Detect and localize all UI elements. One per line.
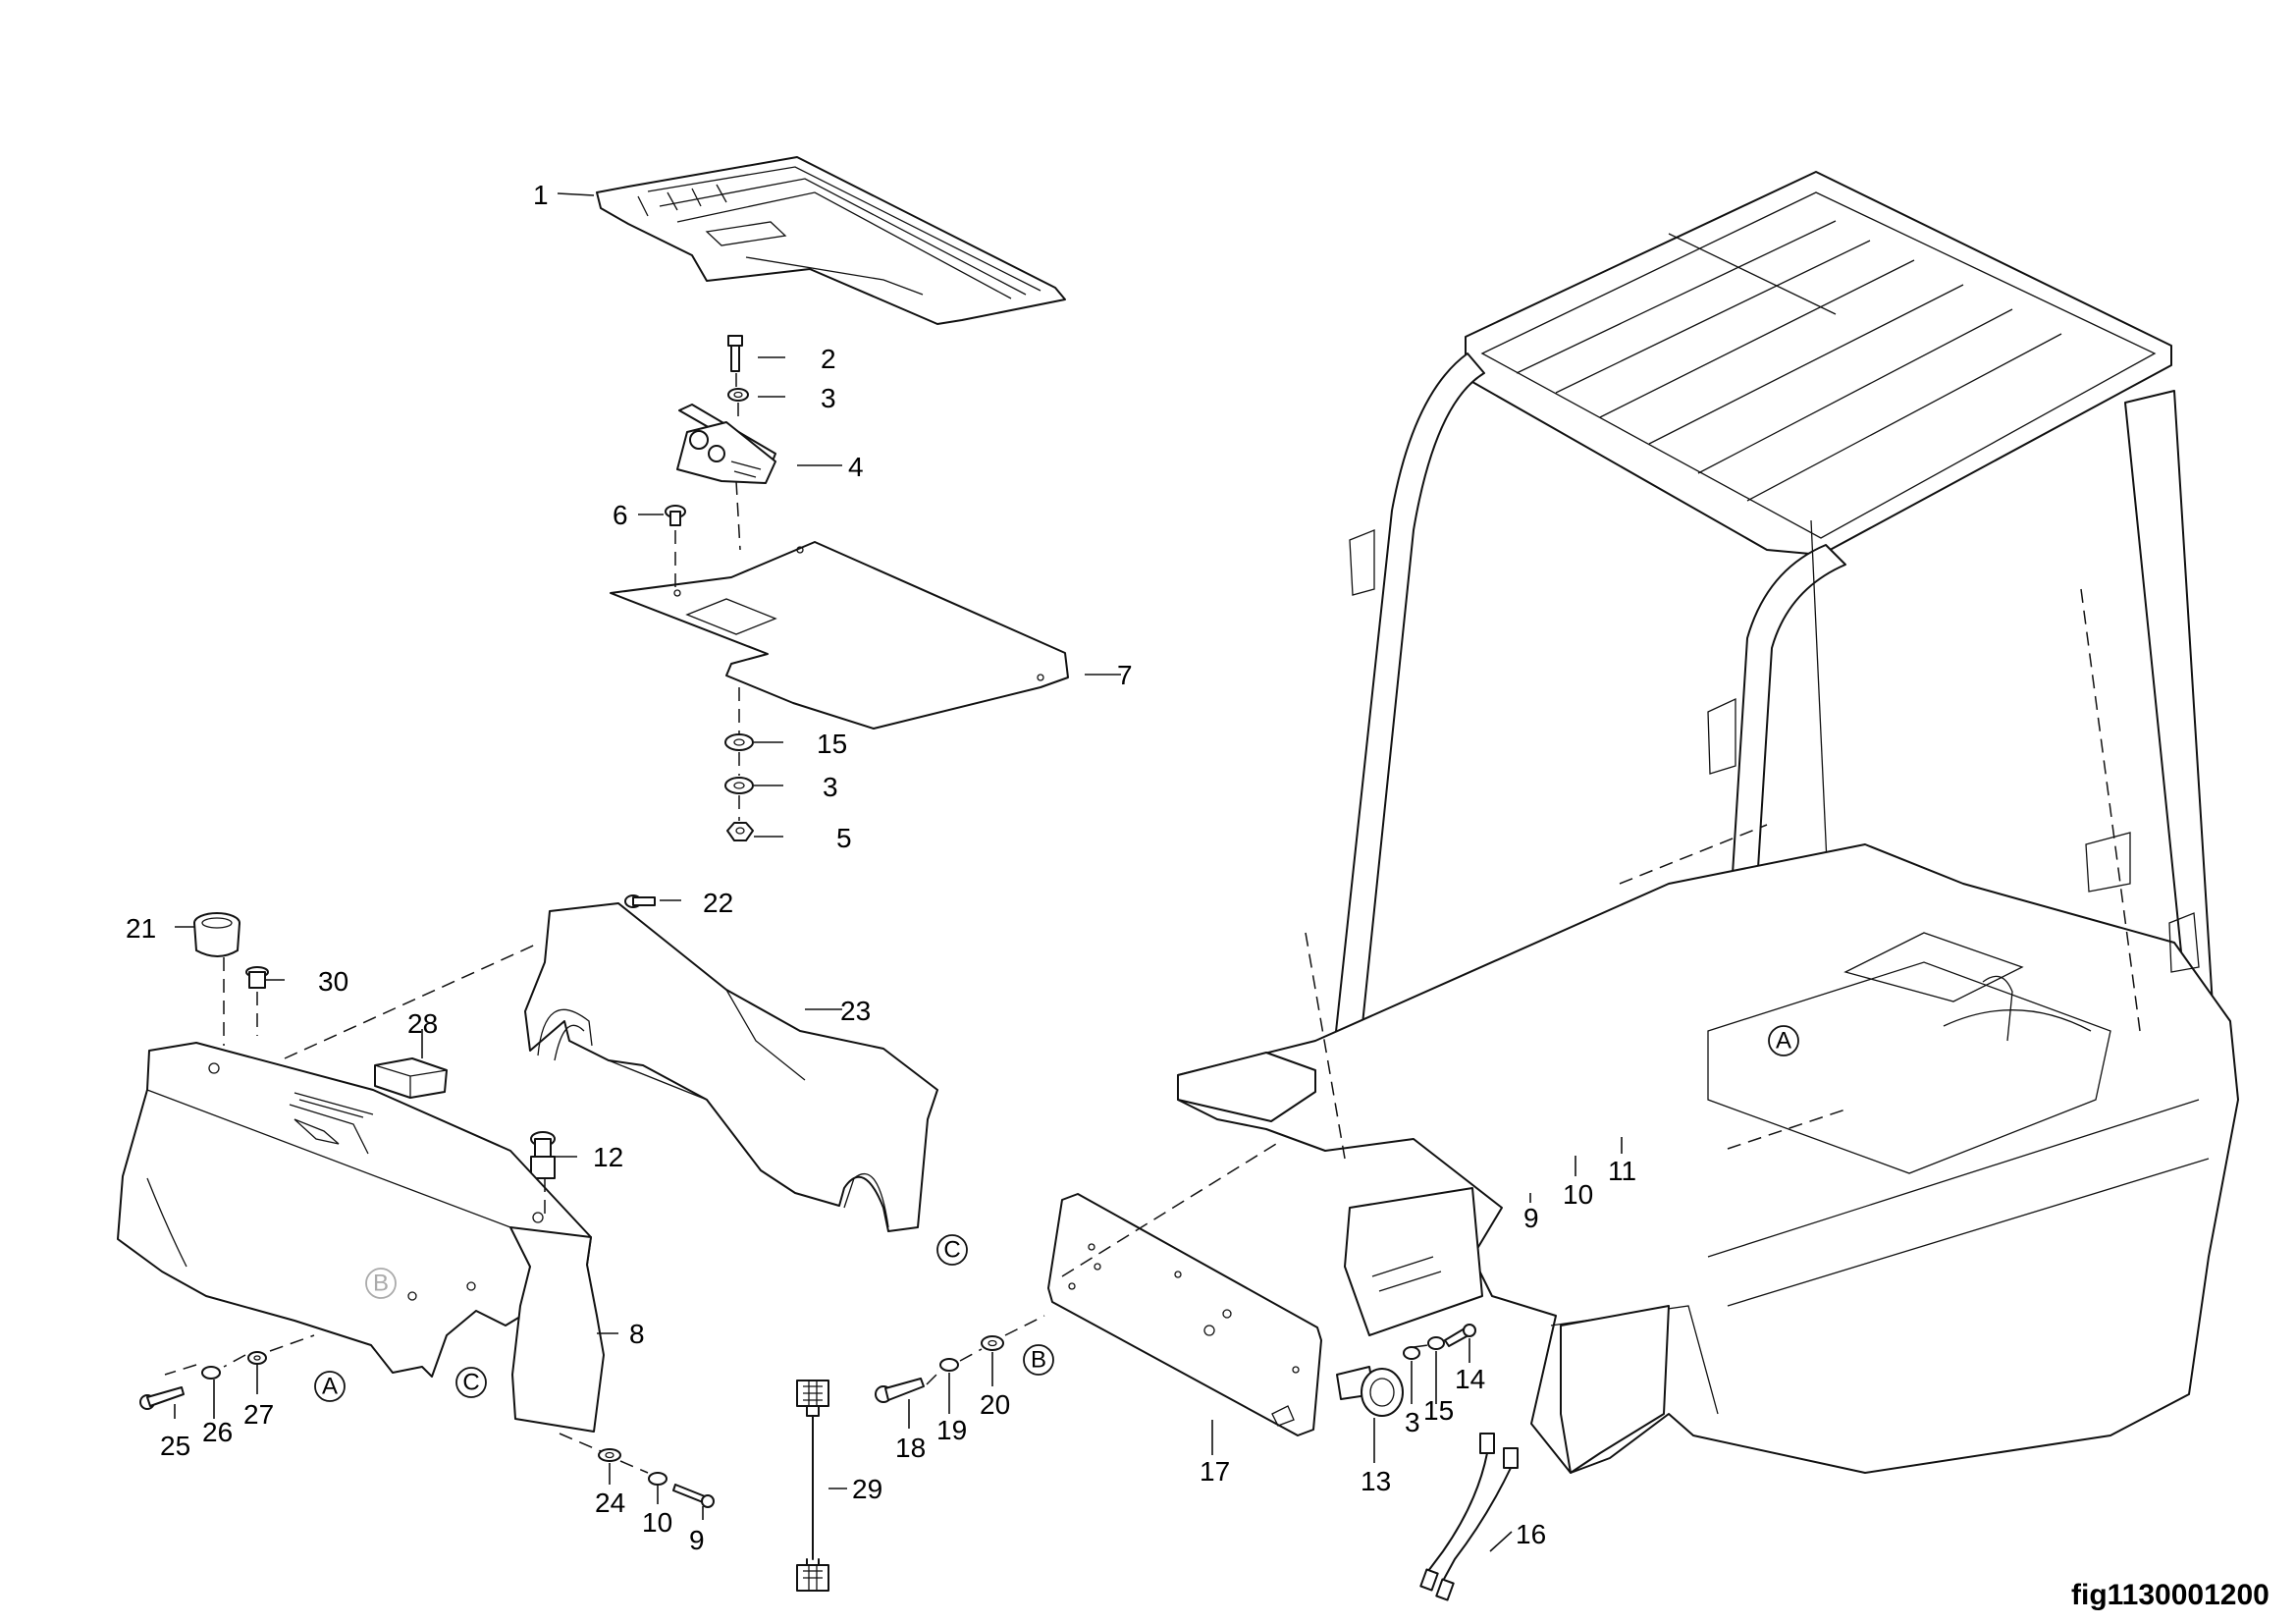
callout-3-mid: 3: [823, 772, 838, 802]
ref-letter-c-right: C: [936, 1234, 968, 1266]
callout-22: 22: [703, 888, 733, 918]
nut-part-5: [726, 822, 754, 841]
callout-17: 17: [1200, 1456, 1230, 1487]
callout-30: 30: [318, 966, 348, 997]
block-part-28: [374, 1057, 448, 1099]
assembly-line-top-stack: [674, 373, 741, 821]
washer-part-19: [939, 1358, 959, 1372]
svg-text:C: C: [943, 1237, 960, 1264]
switch-part-12: [530, 1131, 556, 1179]
callout-9-right: 9: [1523, 1203, 1539, 1233]
assembly-lines-middle: [926, 1143, 1429, 1385]
callout-5: 5: [836, 823, 852, 853]
washer-part-3-bottom: [1403, 1346, 1420, 1360]
callout-leaders: [174, 192, 1623, 1552]
callout-numbers: 1 2 3 4 6 7 15 3 5 21 22 30 23 28 12 8 2…: [126, 180, 1636, 1555]
washer-part-3-top: [727, 388, 749, 402]
callout-10-right: 10: [1563, 1179, 1593, 1210]
bolt-part-9-left: [672, 1484, 715, 1508]
floor-mat-part: [596, 156, 1066, 325]
ref-letter-c-left: C: [455, 1367, 487, 1398]
callout-18: 18: [895, 1433, 926, 1463]
svg-text:B: B: [1031, 1347, 1046, 1374]
callout-25: 25: [160, 1431, 190, 1461]
callout-4: 4: [848, 452, 864, 482]
callout-27: 27: [243, 1399, 274, 1430]
callout-14: 14: [1455, 1364, 1485, 1394]
washer-part-15-bottom: [1427, 1336, 1445, 1350]
floor-plate-part-7: [610, 541, 1069, 730]
washer-part-10-left: [648, 1472, 667, 1486]
callout-28: 28: [407, 1008, 438, 1039]
callout-2: 2: [821, 344, 836, 374]
washer-part-20: [981, 1335, 1004, 1351]
callout-21: 21: [126, 913, 156, 944]
screw-part-22: [624, 894, 656, 908]
callout-16: 16: [1516, 1519, 1546, 1549]
bolt-part-14: [1444, 1324, 1476, 1347]
svg-text:A: A: [322, 1374, 338, 1400]
callout-15-bottom: 15: [1423, 1395, 1454, 1426]
bolt-part-18: [875, 1378, 925, 1403]
bolt-part-2: [727, 335, 743, 372]
callout-7: 7: [1117, 660, 1133, 690]
washer-part-24: [598, 1448, 621, 1462]
callout-20: 20: [980, 1389, 1010, 1420]
washer-part-15-upper: [724, 733, 754, 751]
grommet-part-30: [245, 966, 269, 989]
mounting-plate-part-17: [1047, 1193, 1322, 1436]
washer-part-27: [247, 1351, 267, 1365]
callout-6: 6: [613, 500, 628, 530]
connector-part-29: [796, 1380, 829, 1592]
ref-letter-a-frame: A: [1768, 1025, 1799, 1056]
callout-13: 13: [1361, 1466, 1391, 1496]
bolt-part-25: [139, 1386, 185, 1410]
figure-id-label: fig1130001200: [2071, 1579, 2269, 1611]
callout-26: 26: [202, 1417, 233, 1447]
washer-part-26: [201, 1366, 221, 1380]
wiring-harness-part-16: [1419, 1433, 1519, 1601]
assembly-lines-left: [164, 942, 649, 1474]
washer-part-3-mid: [724, 777, 754, 794]
callout-3-bottom: 3: [1405, 1407, 1420, 1437]
callout-11: 11: [1608, 1156, 1636, 1186]
dashboard-panel-part-8: [117, 1042, 605, 1433]
callout-12: 12: [593, 1142, 623, 1172]
callout-8: 8: [629, 1319, 645, 1349]
callout-23: 23: [840, 996, 871, 1026]
callout-1: 1: [533, 180, 549, 210]
svg-text:C: C: [462, 1370, 479, 1396]
callout-29: 29: [852, 1474, 882, 1504]
callout-10-left: 10: [642, 1507, 672, 1538]
cover-mat-part-23: [524, 902, 938, 1232]
svg-text:B: B: [373, 1271, 389, 1297]
callout-24: 24: [595, 1488, 625, 1518]
screw-part-6: [665, 505, 686, 526]
callout-3-top: 3: [821, 383, 836, 413]
ref-letter-b-left: B: [365, 1268, 397, 1299]
pedal-assembly-part-4: [676, 404, 776, 484]
ref-letter-b-plate: B: [1023, 1344, 1054, 1376]
chassis-frame-with-overhead-guard: [1177, 171, 2239, 1474]
cup-holder-part-21: [193, 912, 240, 957]
ref-letter-a-left: A: [314, 1371, 346, 1402]
svg-text:A: A: [1776, 1028, 1791, 1055]
callout-15-upper: 15: [817, 729, 847, 759]
callout-9-left: 9: [689, 1525, 705, 1555]
horn-part-13: [1336, 1366, 1404, 1417]
callout-19: 19: [936, 1415, 967, 1445]
